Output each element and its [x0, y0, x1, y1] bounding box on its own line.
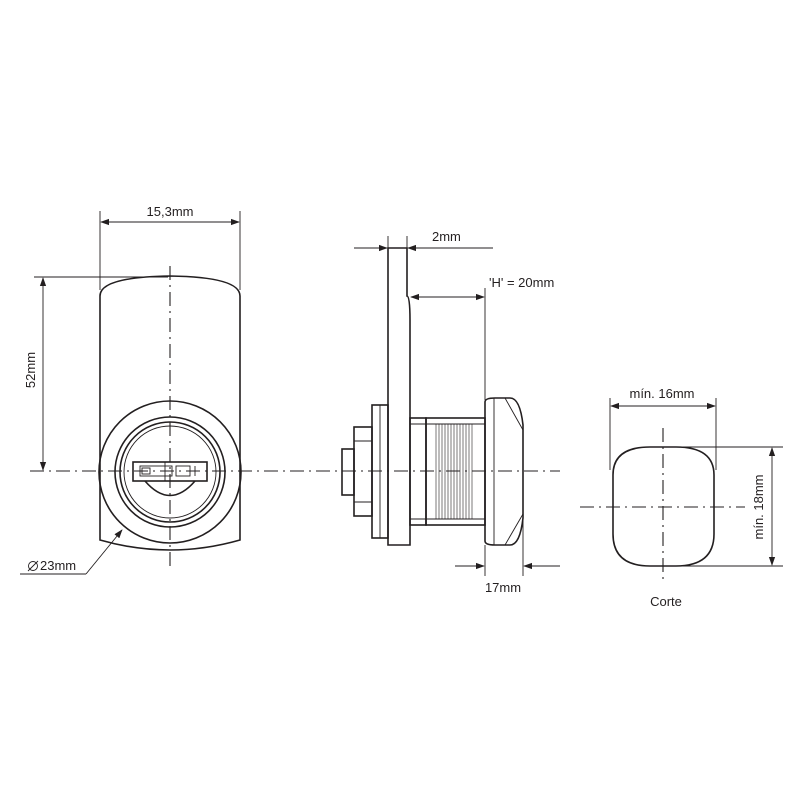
dim-h-label: 'H' = 20mm: [489, 275, 554, 290]
cut-caption: Corte: [650, 594, 682, 609]
front-view: 15,3mm 52mm 23mm: [20, 204, 242, 575]
dim-cut-width-label: mín. 16mm: [629, 386, 694, 401]
side-flange: [387, 247, 411, 546]
keyway-arc: [144, 480, 196, 497]
dim-height-label: 52mm: [23, 352, 38, 388]
dim-flange-label: 2mm: [432, 229, 461, 244]
dim-cut-height-label: mín. 18mm: [751, 474, 766, 539]
dim-diameter-leader: [85, 529, 123, 575]
dim-diameter-label: 23mm: [40, 558, 76, 573]
thread-lines: [435, 424, 473, 519]
dim-width-label: 15,3mm: [147, 204, 194, 219]
side-head-chamfer-bottom: [504, 513, 524, 546]
side-head: [484, 397, 524, 546]
cut-view: mín. 16mm mín. 18mm Corte: [580, 386, 783, 609]
cut-outline: [612, 446, 715, 567]
side-view: 2mm 'H' = 20mm 17mm: [341, 229, 560, 595]
dim-body-label: 17mm: [485, 580, 521, 595]
front-body-outline: [99, 275, 241, 551]
diameter-symbol-icon: [27, 560, 39, 572]
side-head-chamfer-top: [504, 397, 524, 431]
side-cam-stub: [341, 448, 355, 496]
